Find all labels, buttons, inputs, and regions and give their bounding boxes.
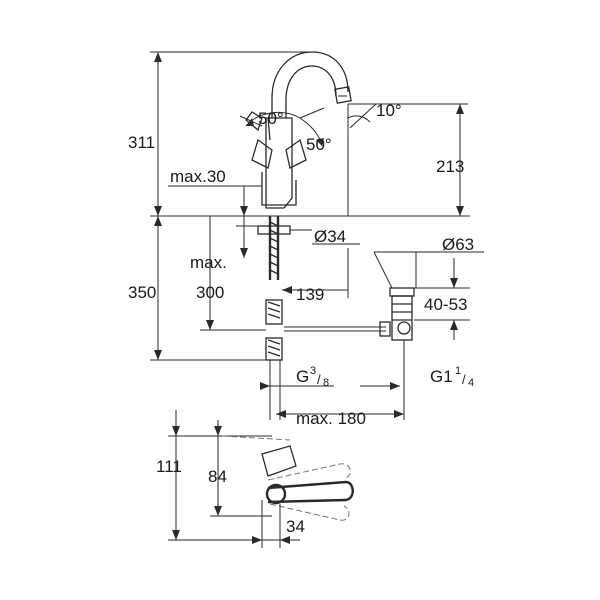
label-d34: Ø34	[314, 227, 346, 246]
lever-left	[251, 138, 273, 169]
dim-g38-arrow	[260, 382, 270, 390]
label-d63: Ø63	[442, 235, 474, 254]
lever-pivot	[265, 483, 287, 505]
label-max: max.	[190, 253, 227, 272]
hose-connector-lower-hatch	[267, 339, 281, 357]
faucet-body	[265, 117, 293, 209]
dim-311-arrow-bottom	[154, 206, 162, 216]
dim-max180-arrow-left	[276, 410, 286, 418]
dim-84-arrow-top	[214, 426, 222, 436]
label-swivel-angle: 10°	[376, 101, 402, 120]
angle-arrow-left	[246, 118, 254, 126]
drain-assembly	[284, 287, 415, 420]
swivel-line	[349, 103, 377, 129]
label-angle-right: 50°	[306, 135, 332, 154]
drain-flange	[389, 287, 415, 297]
label-g38-num: 3	[310, 365, 316, 377]
label-max30: max.30	[170, 167, 226, 186]
hose-connector-lower	[265, 337, 283, 361]
label-g38-den: 8	[323, 377, 329, 389]
mount-nut	[257, 225, 291, 235]
dim-84-arrow-bottom	[214, 506, 222, 516]
hose-connector-hatch	[267, 301, 281, 319]
dim-350-arrow-bottom	[154, 350, 162, 360]
dim-350-arrow-top	[154, 216, 162, 226]
label-300: 300	[196, 283, 224, 302]
label-g114-num: 1	[455, 365, 461, 377]
label-40-53: 40-53	[424, 295, 467, 314]
dim-d63-ext-left	[373, 251, 393, 289]
dim-4053-arrow-bottom	[450, 320, 458, 330]
label-max180: max. 180	[296, 409, 366, 428]
dim-g114-arrow	[390, 382, 400, 390]
hose-connector-upper	[265, 299, 283, 325]
lever-handle	[267, 480, 354, 504]
lever-tip	[245, 111, 263, 132]
label-350: 350	[128, 283, 156, 302]
thread-hatch	[269, 221, 279, 275]
lever-ghost-top	[221, 435, 291, 441]
swivel-arc	[347, 115, 371, 123]
dim-34-arrow-right	[280, 536, 290, 544]
spout-inner	[285, 65, 337, 118]
pull-rod-clip	[379, 321, 391, 337]
label-311: 311	[128, 133, 155, 152]
dim-311-arrow-top	[154, 52, 162, 62]
dim-max-arrow	[240, 248, 248, 258]
dim-213-arrow-bottom	[456, 206, 464, 216]
lever-ghost-up	[267, 463, 351, 481]
dim-111-arrow-top	[172, 426, 180, 436]
label-g114-slash: /	[462, 372, 466, 387]
dim-max180-arrow-right	[394, 410, 404, 418]
lever-right	[285, 138, 307, 169]
drain-pivot	[397, 321, 411, 335]
dim-max30-arrow	[240, 206, 248, 216]
label-g38-slash: /	[317, 372, 321, 387]
lever-ghost-down	[269, 503, 350, 521]
aerator	[334, 86, 352, 104]
lever-stem	[267, 117, 271, 141]
dim-139-arrow	[282, 286, 292, 294]
lever-head	[261, 445, 297, 477]
dimension-labels: 311 50° 50° 10° 213 max.30 max. Ø34 Ø63 …	[128, 101, 474, 536]
label-213: 213	[436, 157, 464, 176]
label-g114: G1	[430, 367, 453, 386]
faucet-front-view	[239, 51, 352, 420]
dim-111-arrow-bottom	[172, 530, 180, 540]
dimension-lines	[150, 51, 484, 418]
dim-34-arrow-left	[252, 536, 262, 544]
label-g114-den: 4	[468, 377, 474, 389]
label-139: 139	[296, 285, 324, 304]
drain-thread	[392, 303, 412, 321]
drain-body	[391, 295, 413, 341]
faucet-top-view	[168, 410, 354, 548]
label-angle-left: 50°	[258, 109, 284, 128]
dim-300-arrow	[206, 320, 214, 330]
angle-arrow-right	[316, 138, 324, 146]
label-84: 84	[208, 467, 227, 486]
angle-line-right	[299, 107, 325, 119]
label-111: 111	[156, 457, 182, 476]
label-g38: G	[296, 367, 309, 386]
body-base	[261, 172, 297, 206]
dim-213-arrow-top	[456, 104, 464, 114]
dim-4053-arrow-top	[450, 278, 458, 288]
label-34: 34	[286, 517, 305, 536]
